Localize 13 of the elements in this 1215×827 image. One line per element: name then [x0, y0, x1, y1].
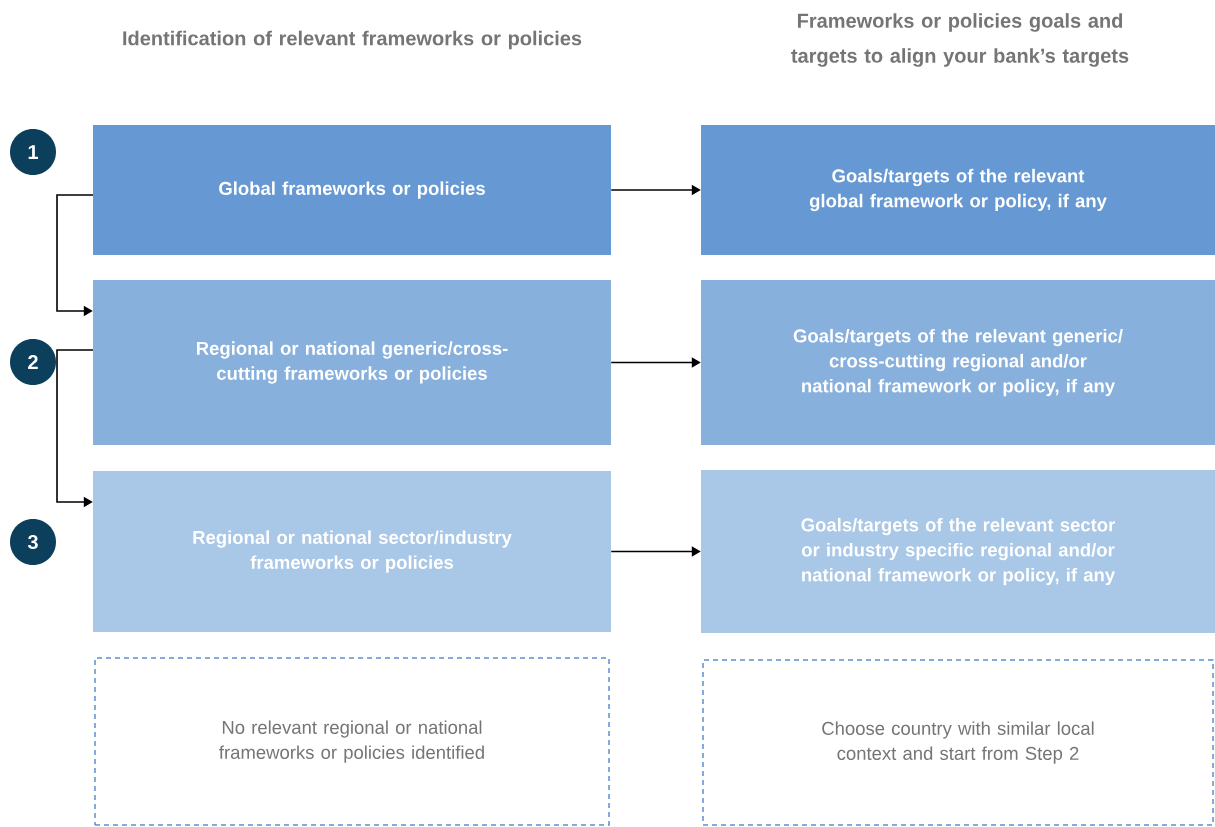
process-box: Global frameworks or policies: [93, 125, 611, 255]
process-box: Regional or national sector/industry frameworks or policies: [93, 471, 611, 632]
process-box: Regional or national generic/cross-cutting frameworks or policies: [93, 280, 611, 445]
step-number: 1: [10, 129, 56, 175]
process-box: Goals/targets of the relevant generic/ cross-cutting regional and/or national framework or policy, if any: [701, 280, 1215, 445]
step-number: 3: [10, 519, 56, 565]
process-box: Goals/targets of the relevant global framework or policy, if any: [701, 125, 1215, 255]
column-heading: Identification of relevant frameworks or policies: [123, 30, 582, 50]
dashed-box: Choose country with similar local context and start from Step 2: [702, 659, 1214, 826]
dashed-box: No relevant regional or national frameworks or policies identified: [94, 657, 610, 826]
process-box: Goals/targets of the relevant sector or industry specific regional and/or national framework or policy, if any: [701, 470, 1215, 633]
step-number: 2: [10, 339, 56, 385]
column-heading: Frameworks or policies goals and targets to align your bank’s targets: [791, 13, 1129, 67]
